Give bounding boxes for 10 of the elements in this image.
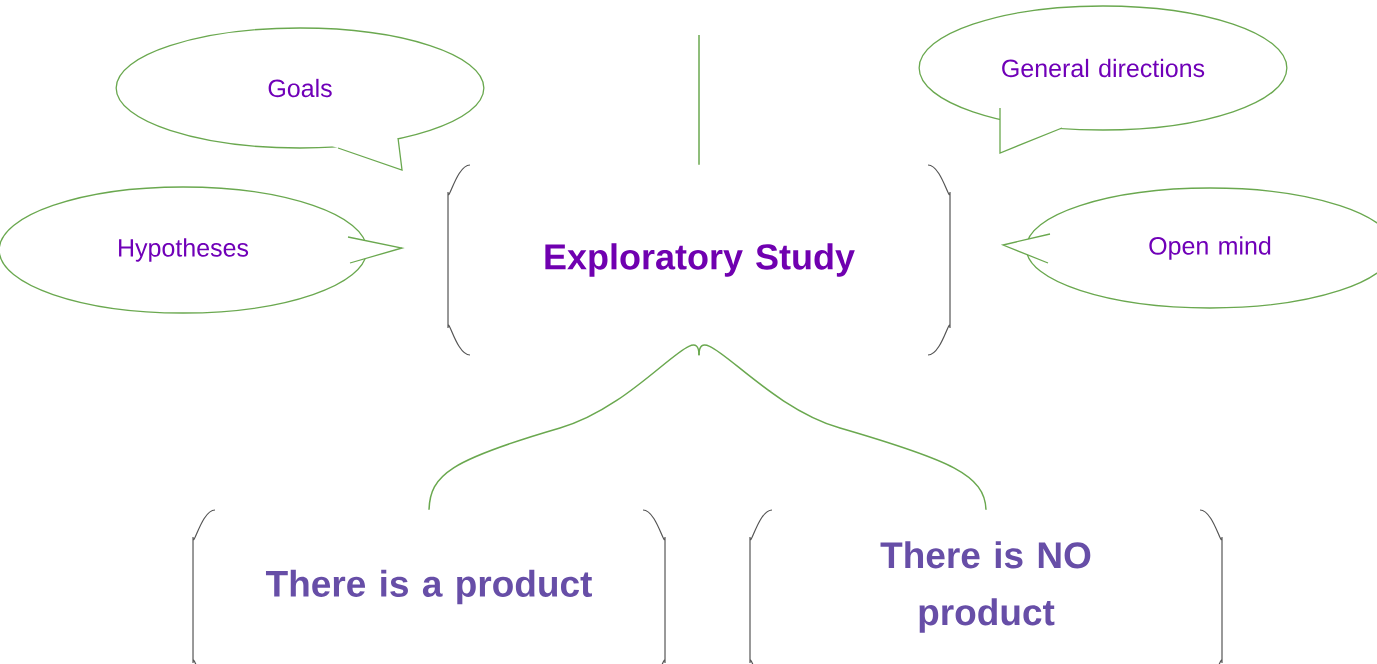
speech-bubble: Goals [115,27,485,171]
connector-line [698,34,700,166]
bracket-box: Exploratory Study [447,164,951,356]
speech-bubble: Open mind [1000,187,1377,309]
connector-line [428,344,700,511]
speech-bubble: Hypotheses [0,186,405,314]
connector-line [698,344,987,511]
bracket-box: There is NO product [749,509,1223,664]
speech-bubble: General directions [918,5,1288,154]
bracket-box: There is a product [192,509,666,664]
